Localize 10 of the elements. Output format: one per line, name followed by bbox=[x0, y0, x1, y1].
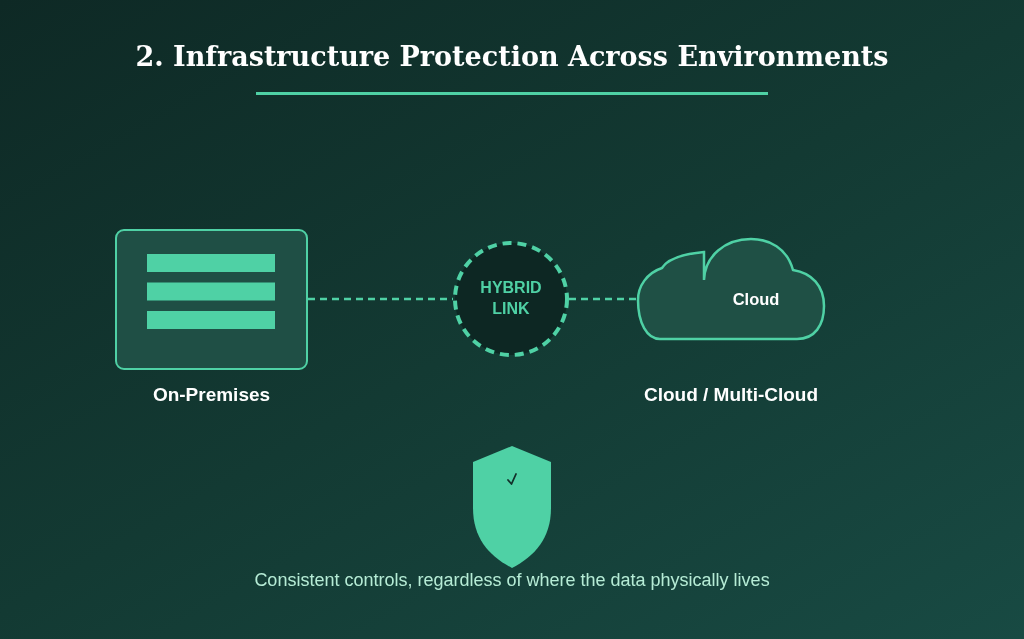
caption-text: Consistent controls, regardless of where the data physically lives bbox=[253, 569, 771, 591]
node-caption: Cloud / Multi-Cloud bbox=[642, 383, 820, 407]
hybrid-link-circle bbox=[453, 241, 569, 357]
node-label: Cloud bbox=[731, 289, 781, 310]
cloud-shape bbox=[637, 238, 825, 340]
node-label: HYBRID LINK bbox=[479, 278, 543, 319]
server-box bbox=[115, 229, 308, 370]
node-caption: On-Premises bbox=[151, 383, 272, 407]
title: 2. Infrastructure Protection Across Environments bbox=[135, 40, 889, 74]
dashed-connector bbox=[569, 297, 637, 301]
